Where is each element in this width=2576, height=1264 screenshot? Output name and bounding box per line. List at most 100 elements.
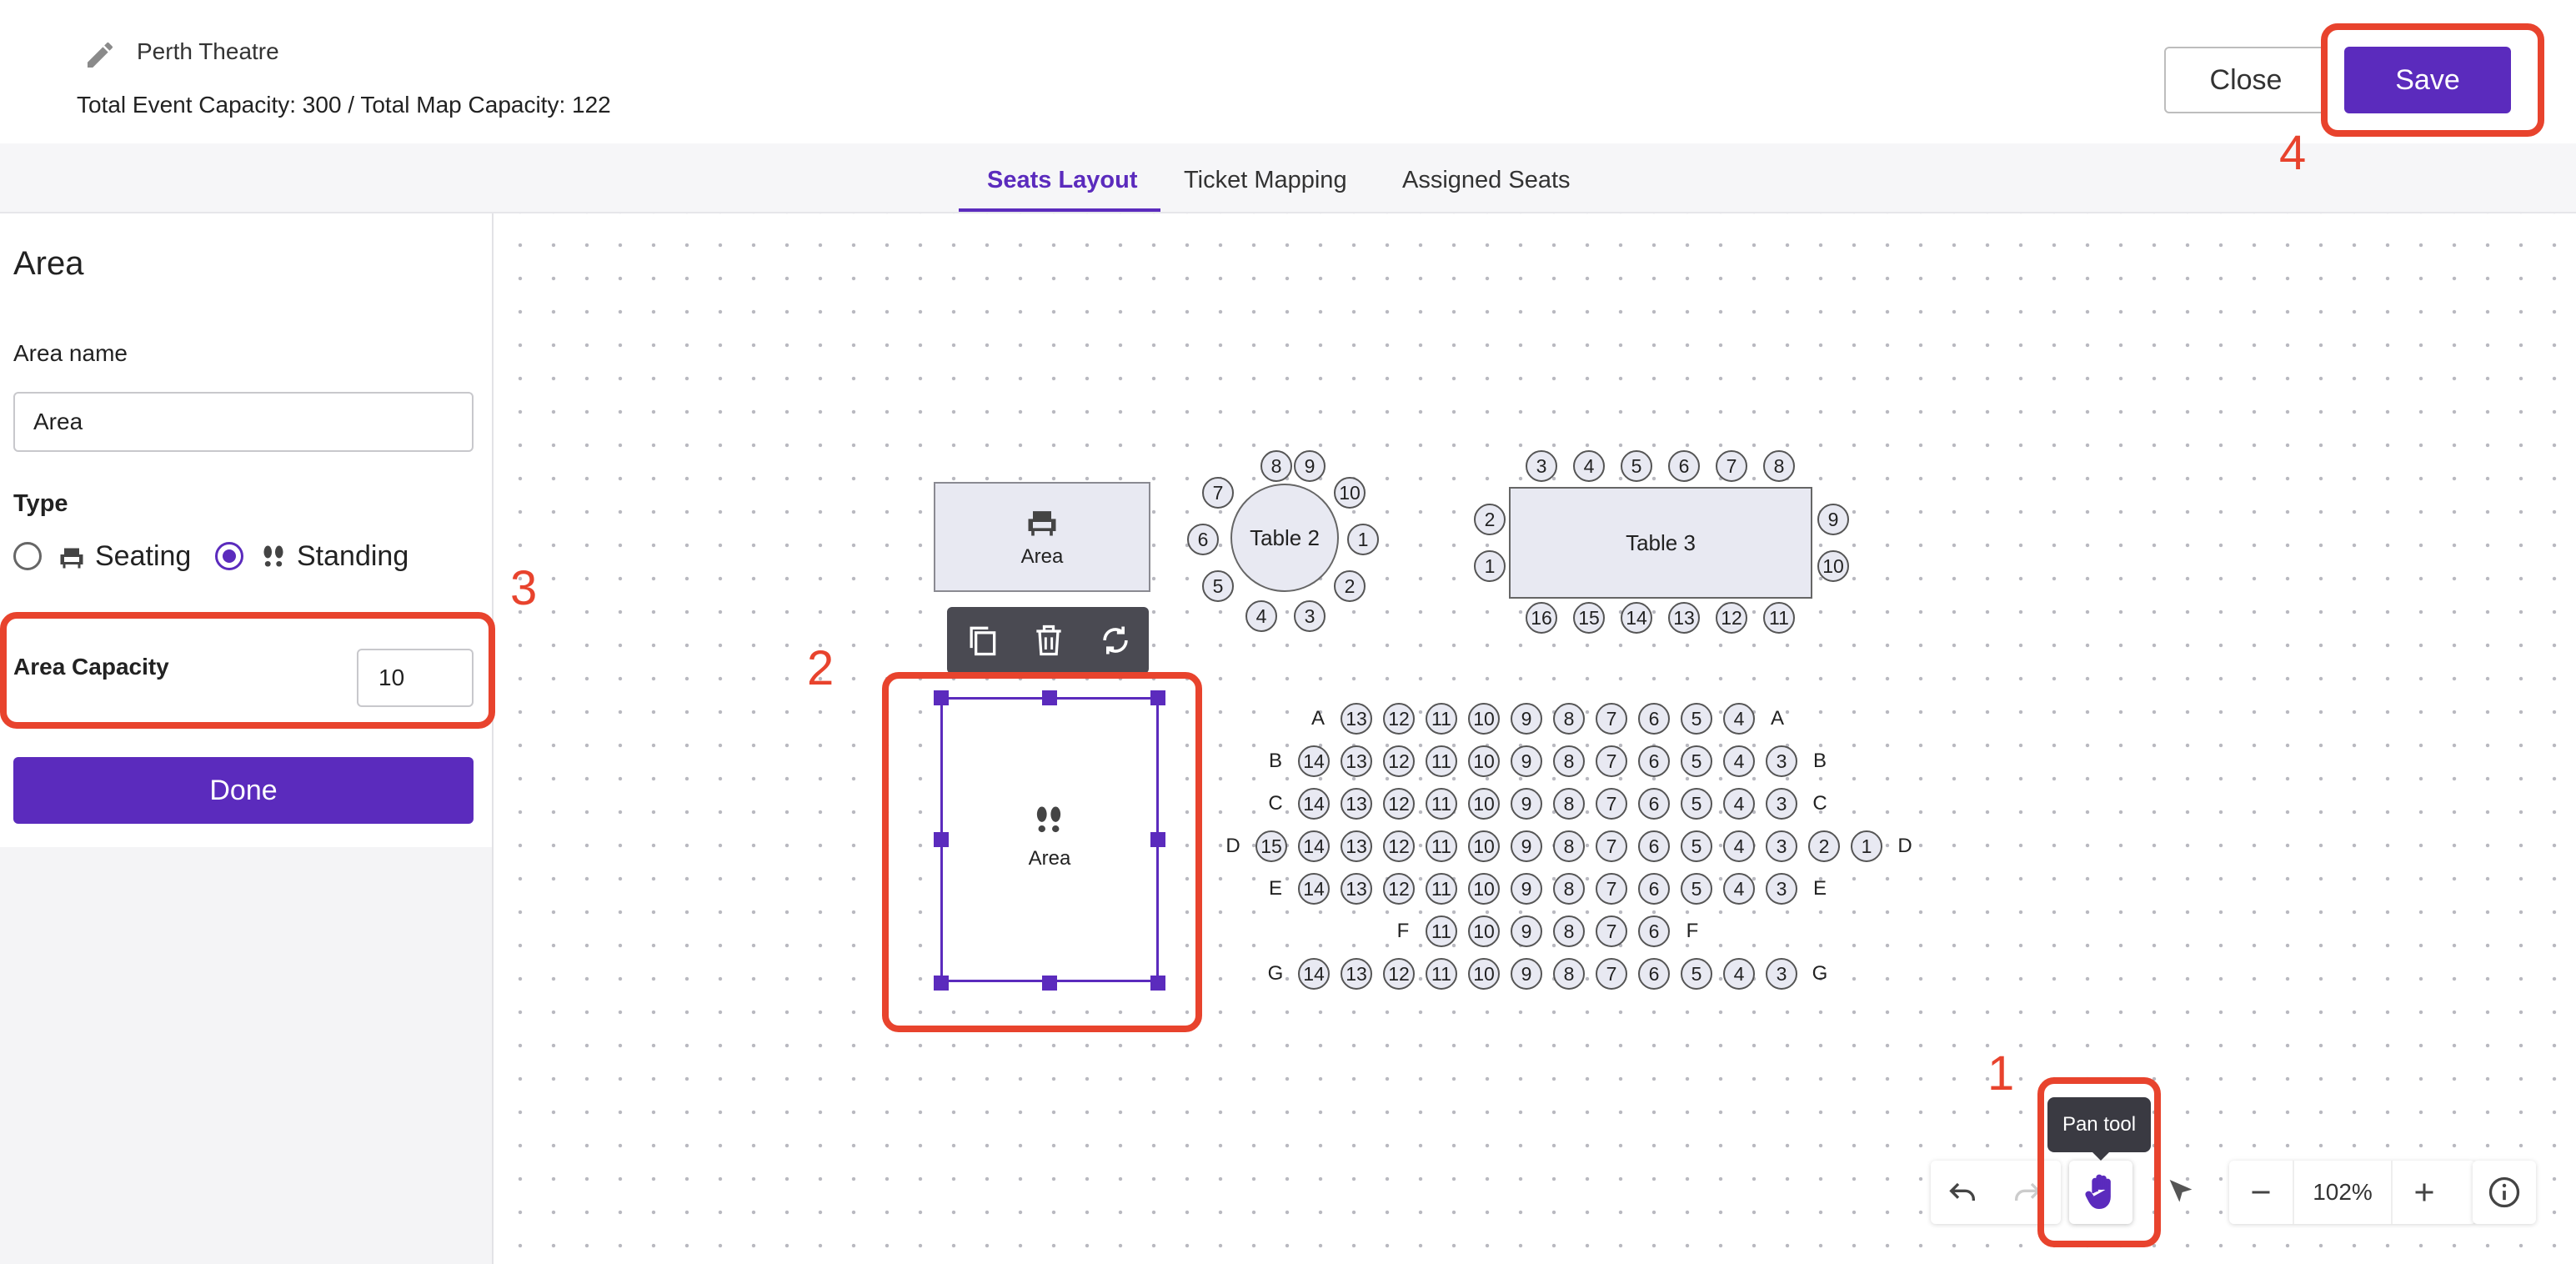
row-c-seat[interactable]: 8 xyxy=(1553,788,1585,820)
undo-button[interactable] xyxy=(1931,1161,1994,1224)
row-b-seat[interactable]: 11 xyxy=(1426,745,1457,777)
resize-handle[interactable] xyxy=(934,976,949,991)
row-d-seat[interactable]: 9 xyxy=(1511,830,1542,862)
row-d-seat[interactable]: 15 xyxy=(1255,830,1287,862)
row-f-seat[interactable]: 11 xyxy=(1426,915,1457,947)
row-a-seat[interactable]: 10 xyxy=(1468,703,1500,735)
row-c-seat[interactable]: 12 xyxy=(1383,788,1415,820)
row-c-seat[interactable]: 9 xyxy=(1511,788,1542,820)
rotate-icon[interactable] xyxy=(1097,622,1134,659)
seating-area-box[interactable] xyxy=(934,482,1150,592)
tab-seats-layout[interactable]: Seats Layout xyxy=(987,167,1138,193)
row-g-seat[interactable]: 13 xyxy=(1341,958,1372,990)
table-3-seat[interactable]: 7 xyxy=(1716,450,1747,482)
table-2-seat[interactable]: 1 xyxy=(1347,524,1379,555)
radio-seating-label[interactable]: Seating xyxy=(95,540,192,572)
row-a-seat[interactable]: 5 xyxy=(1681,703,1712,735)
row-b-seat[interactable]: 12 xyxy=(1383,745,1415,777)
area-name-input[interactable] xyxy=(13,392,474,452)
row-g-seat[interactable]: 4 xyxy=(1723,958,1755,990)
row-c-seat[interactable]: 14 xyxy=(1298,788,1330,820)
hand-icon[interactable] xyxy=(2081,1169,2122,1214)
row-d-seat[interactable]: 4 xyxy=(1723,830,1755,862)
table-3-seat[interactable]: 8 xyxy=(1763,450,1795,482)
row-d-seat[interactable]: 11 xyxy=(1426,830,1457,862)
row-b-seat[interactable]: 8 xyxy=(1553,745,1585,777)
table-3-seat[interactable]: 9 xyxy=(1817,504,1849,535)
table-3-seat[interactable]: 5 xyxy=(1621,450,1652,482)
zoom-out-button[interactable] xyxy=(2229,1161,2293,1224)
table-2-seat[interactable]: 4 xyxy=(1245,600,1277,632)
table-3[interactable]: Table 3 xyxy=(1509,487,1812,599)
tab-assigned-seats[interactable]: Assigned Seats xyxy=(1402,167,1571,193)
row-e-seat[interactable]: 11 xyxy=(1426,873,1457,905)
row-g-seat[interactable]: 8 xyxy=(1553,958,1585,990)
row-b-seat[interactable]: 7 xyxy=(1596,745,1627,777)
table-3-seat[interactable]: 11 xyxy=(1763,602,1795,634)
row-g-seat[interactable]: 9 xyxy=(1511,958,1542,990)
row-g-seat[interactable]: 11 xyxy=(1426,958,1457,990)
row-g-seat[interactable]: 5 xyxy=(1681,958,1712,990)
row-b-seat[interactable]: 14 xyxy=(1298,745,1330,777)
row-e-seat[interactable]: 13 xyxy=(1341,873,1372,905)
row-b-seat[interactable]: 4 xyxy=(1723,745,1755,777)
resize-handle[interactable] xyxy=(1150,832,1165,847)
table-2-seat[interactable]: 2 xyxy=(1334,570,1366,602)
row-d-seat[interactable]: 14 xyxy=(1298,830,1330,862)
row-c-seat[interactable]: 5 xyxy=(1681,788,1712,820)
row-d-seat[interactable]: 7 xyxy=(1596,830,1627,862)
row-e-seat[interactable]: 6 xyxy=(1638,873,1670,905)
row-g-seat[interactable]: 14 xyxy=(1298,958,1330,990)
table-3-seat[interactable]: 12 xyxy=(1716,602,1747,634)
table-2-seat[interactable]: 5 xyxy=(1202,570,1234,602)
row-b-seat[interactable]: 13 xyxy=(1341,745,1372,777)
row-c-seat[interactable]: 13 xyxy=(1341,788,1372,820)
row-d-seat[interactable]: 3 xyxy=(1766,830,1797,862)
row-c-seat[interactable]: 10 xyxy=(1468,788,1500,820)
row-c-seat[interactable]: 4 xyxy=(1723,788,1755,820)
row-e-seat[interactable]: 4 xyxy=(1723,873,1755,905)
row-b-seat[interactable]: 6 xyxy=(1638,745,1670,777)
table-3-seat[interactable]: 15 xyxy=(1573,602,1605,634)
row-a-seat[interactable]: 7 xyxy=(1596,703,1627,735)
row-c-seat[interactable]: 3 xyxy=(1766,788,1797,820)
row-a-seat[interactable]: 4 xyxy=(1723,703,1755,735)
row-e-seat[interactable]: 9 xyxy=(1511,873,1542,905)
row-b-seat[interactable]: 9 xyxy=(1511,745,1542,777)
select-tool-button[interactable] xyxy=(2149,1161,2213,1224)
table-3-seat[interactable]: 10 xyxy=(1817,550,1849,582)
table-2-seat[interactable]: 7 xyxy=(1202,477,1234,509)
resize-handle[interactable] xyxy=(1042,690,1057,705)
row-e-seat[interactable]: 7 xyxy=(1596,873,1627,905)
row-e-seat[interactable]: 10 xyxy=(1468,873,1500,905)
row-g-seat[interactable]: 12 xyxy=(1383,958,1415,990)
table-2[interactable]: Table 2 xyxy=(1230,484,1339,592)
row-d-seat[interactable]: 8 xyxy=(1553,830,1585,862)
row-d-seat[interactable]: 6 xyxy=(1638,830,1670,862)
row-a-seat[interactable]: 9 xyxy=(1511,703,1542,735)
table-3-seat[interactable]: 4 xyxy=(1573,450,1605,482)
table-2-seat[interactable]: 8 xyxy=(1260,450,1292,482)
row-d-seat[interactable]: 13 xyxy=(1341,830,1372,862)
delete-icon[interactable] xyxy=(1030,622,1067,659)
row-c-seat[interactable]: 7 xyxy=(1596,788,1627,820)
table-2-seat[interactable]: 10 xyxy=(1334,477,1366,509)
row-g-seat[interactable]: 3 xyxy=(1766,958,1797,990)
row-d-seat[interactable]: 12 xyxy=(1383,830,1415,862)
area-capacity-input[interactable] xyxy=(357,649,474,707)
row-a-seat[interactable]: 11 xyxy=(1426,703,1457,735)
row-c-seat[interactable]: 6 xyxy=(1638,788,1670,820)
duplicate-icon[interactable] xyxy=(964,622,1000,659)
table-3-seat[interactable]: 6 xyxy=(1668,450,1700,482)
row-d-seat[interactable]: 10 xyxy=(1468,830,1500,862)
row-a-seat[interactable]: 6 xyxy=(1638,703,1670,735)
row-g-seat[interactable]: 10 xyxy=(1468,958,1500,990)
close-button[interactable]: Close xyxy=(2164,47,2328,113)
row-g-seat[interactable]: 7 xyxy=(1596,958,1627,990)
resize-handle[interactable] xyxy=(934,832,949,847)
row-f-seat[interactable]: 7 xyxy=(1596,915,1627,947)
tab-ticket-mapping[interactable]: Ticket Mapping xyxy=(1184,167,1347,193)
resize-handle[interactable] xyxy=(1150,976,1165,991)
row-a-seat[interactable]: 12 xyxy=(1383,703,1415,735)
row-e-seat[interactable]: 5 xyxy=(1681,873,1712,905)
